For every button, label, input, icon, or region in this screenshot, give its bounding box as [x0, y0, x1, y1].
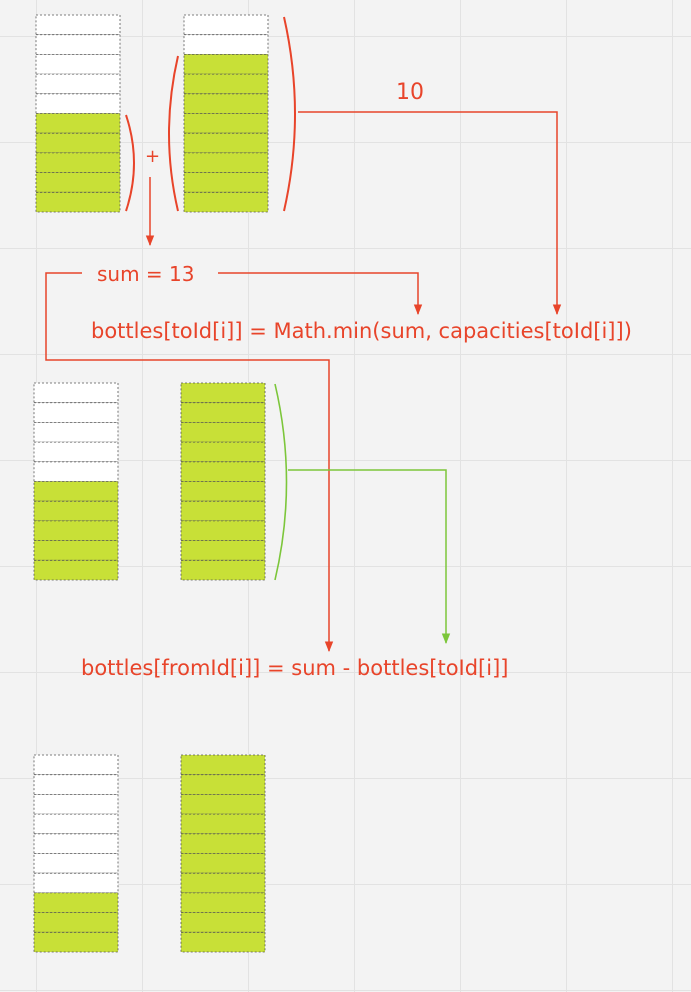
bottle-cell-filled — [180, 872, 266, 894]
bottle-from-step2 — [33, 382, 119, 581]
bottle-cell-empty — [183, 14, 269, 36]
capacity-label: 10 — [396, 80, 424, 105]
bottle-cell-empty — [33, 421, 119, 443]
capacity-connector — [298, 111, 562, 316]
to-bottle-value-arrow — [288, 469, 451, 645]
bottle-cell-filled — [180, 402, 266, 423]
bottle-cell-filled — [180, 892, 266, 914]
bottle-cell-filled — [180, 931, 266, 953]
bottle-cell-empty — [33, 813, 119, 835]
bottle-cell-filled — [183, 113, 269, 134]
bottle-cell-empty — [33, 833, 119, 854]
bottle-cell-filled — [180, 382, 266, 404]
bottle-cell-filled — [35, 113, 121, 134]
sum-to-min-arrow — [218, 272, 423, 316]
bottle-to-step1 — [183, 14, 269, 213]
bracket-to-left — [168, 55, 179, 212]
bottle-cell-filled — [35, 152, 121, 173]
bottle-cell-empty — [33, 872, 119, 894]
bottle-cell-empty — [35, 14, 121, 36]
bottle-cell-empty — [33, 754, 119, 776]
bottle-cell-filled — [33, 931, 119, 953]
bottle-cell-filled — [180, 833, 266, 854]
bracket-green — [274, 383, 288, 581]
bottle-cell-empty — [35, 93, 121, 114]
bottles-layer — [33, 14, 269, 953]
bottle-from-step1 — [35, 14, 121, 213]
bottle-cell-filled — [180, 520, 266, 542]
bottle-cell-filled — [35, 132, 121, 154]
plus-label: + — [145, 146, 161, 167]
bottle-cell-empty — [33, 402, 119, 423]
bottle-from-step3 — [33, 754, 119, 953]
bottle-cell-empty — [33, 774, 119, 795]
bottle-cell-filled — [180, 559, 266, 581]
bracket-to-right — [283, 16, 296, 212]
bottle-cell-filled — [183, 93, 269, 114]
bottle-cell-filled — [180, 794, 266, 815]
bottle-cell-empty — [35, 34, 121, 55]
bottle-cell-empty — [33, 441, 119, 463]
sum-to-from-arrow — [45, 272, 334, 653]
sum-label: sum = 13 — [97, 262, 195, 286]
bottle-cell-empty — [35, 54, 121, 75]
bottle-to-step2 — [180, 382, 266, 581]
bottle-cell-filled — [183, 191, 269, 213]
bottle-cell-filled — [183, 73, 269, 95]
bottle-to-step3 — [180, 754, 266, 953]
bottle-cell-filled — [183, 132, 269, 154]
bottle-cell-empty — [183, 34, 269, 55]
bottle-cell-filled — [35, 172, 121, 193]
bottle-cell-filled — [33, 912, 119, 933]
bottle-cell-filled — [180, 461, 266, 482]
bottle-cell-filled — [33, 540, 119, 561]
bottle-cell-filled — [180, 813, 266, 835]
bottle-cell-filled — [33, 520, 119, 542]
bottle-cell-filled — [33, 559, 119, 581]
formula-to-label: bottles[toId[i]] = Math.min(sum, capacit… — [91, 319, 632, 343]
bottle-cell-filled — [180, 421, 266, 443]
bottle-cell-filled — [183, 152, 269, 173]
bottle-cell-filled — [180, 481, 266, 502]
bottle-cell-filled — [180, 500, 266, 522]
bottle-cell-filled — [180, 754, 266, 776]
bottle-cell-filled — [180, 774, 266, 795]
bottle-cell-empty — [35, 73, 121, 95]
bottle-cell-filled — [35, 191, 121, 213]
bottle-cell-filled — [33, 892, 119, 914]
bottle-cell-filled — [180, 540, 266, 561]
bottle-cell-empty — [33, 853, 119, 874]
bottle-cell-filled — [33, 500, 119, 522]
bottle-cell-filled — [183, 54, 269, 75]
bottle-cell-filled — [180, 853, 266, 874]
bracket-from-right — [125, 114, 135, 212]
bottle-cell-filled — [183, 172, 269, 193]
bottle-cell-filled — [180, 912, 266, 933]
formula-from-label: bottles[fromId[i]] = sum - bottles[toId[… — [81, 656, 509, 680]
bottle-cell-filled — [33, 481, 119, 502]
bottle-cell-empty — [33, 461, 119, 482]
bottle-cell-empty — [33, 794, 119, 815]
bottle-cell-empty — [33, 382, 119, 404]
bottle-cell-filled — [180, 441, 266, 463]
